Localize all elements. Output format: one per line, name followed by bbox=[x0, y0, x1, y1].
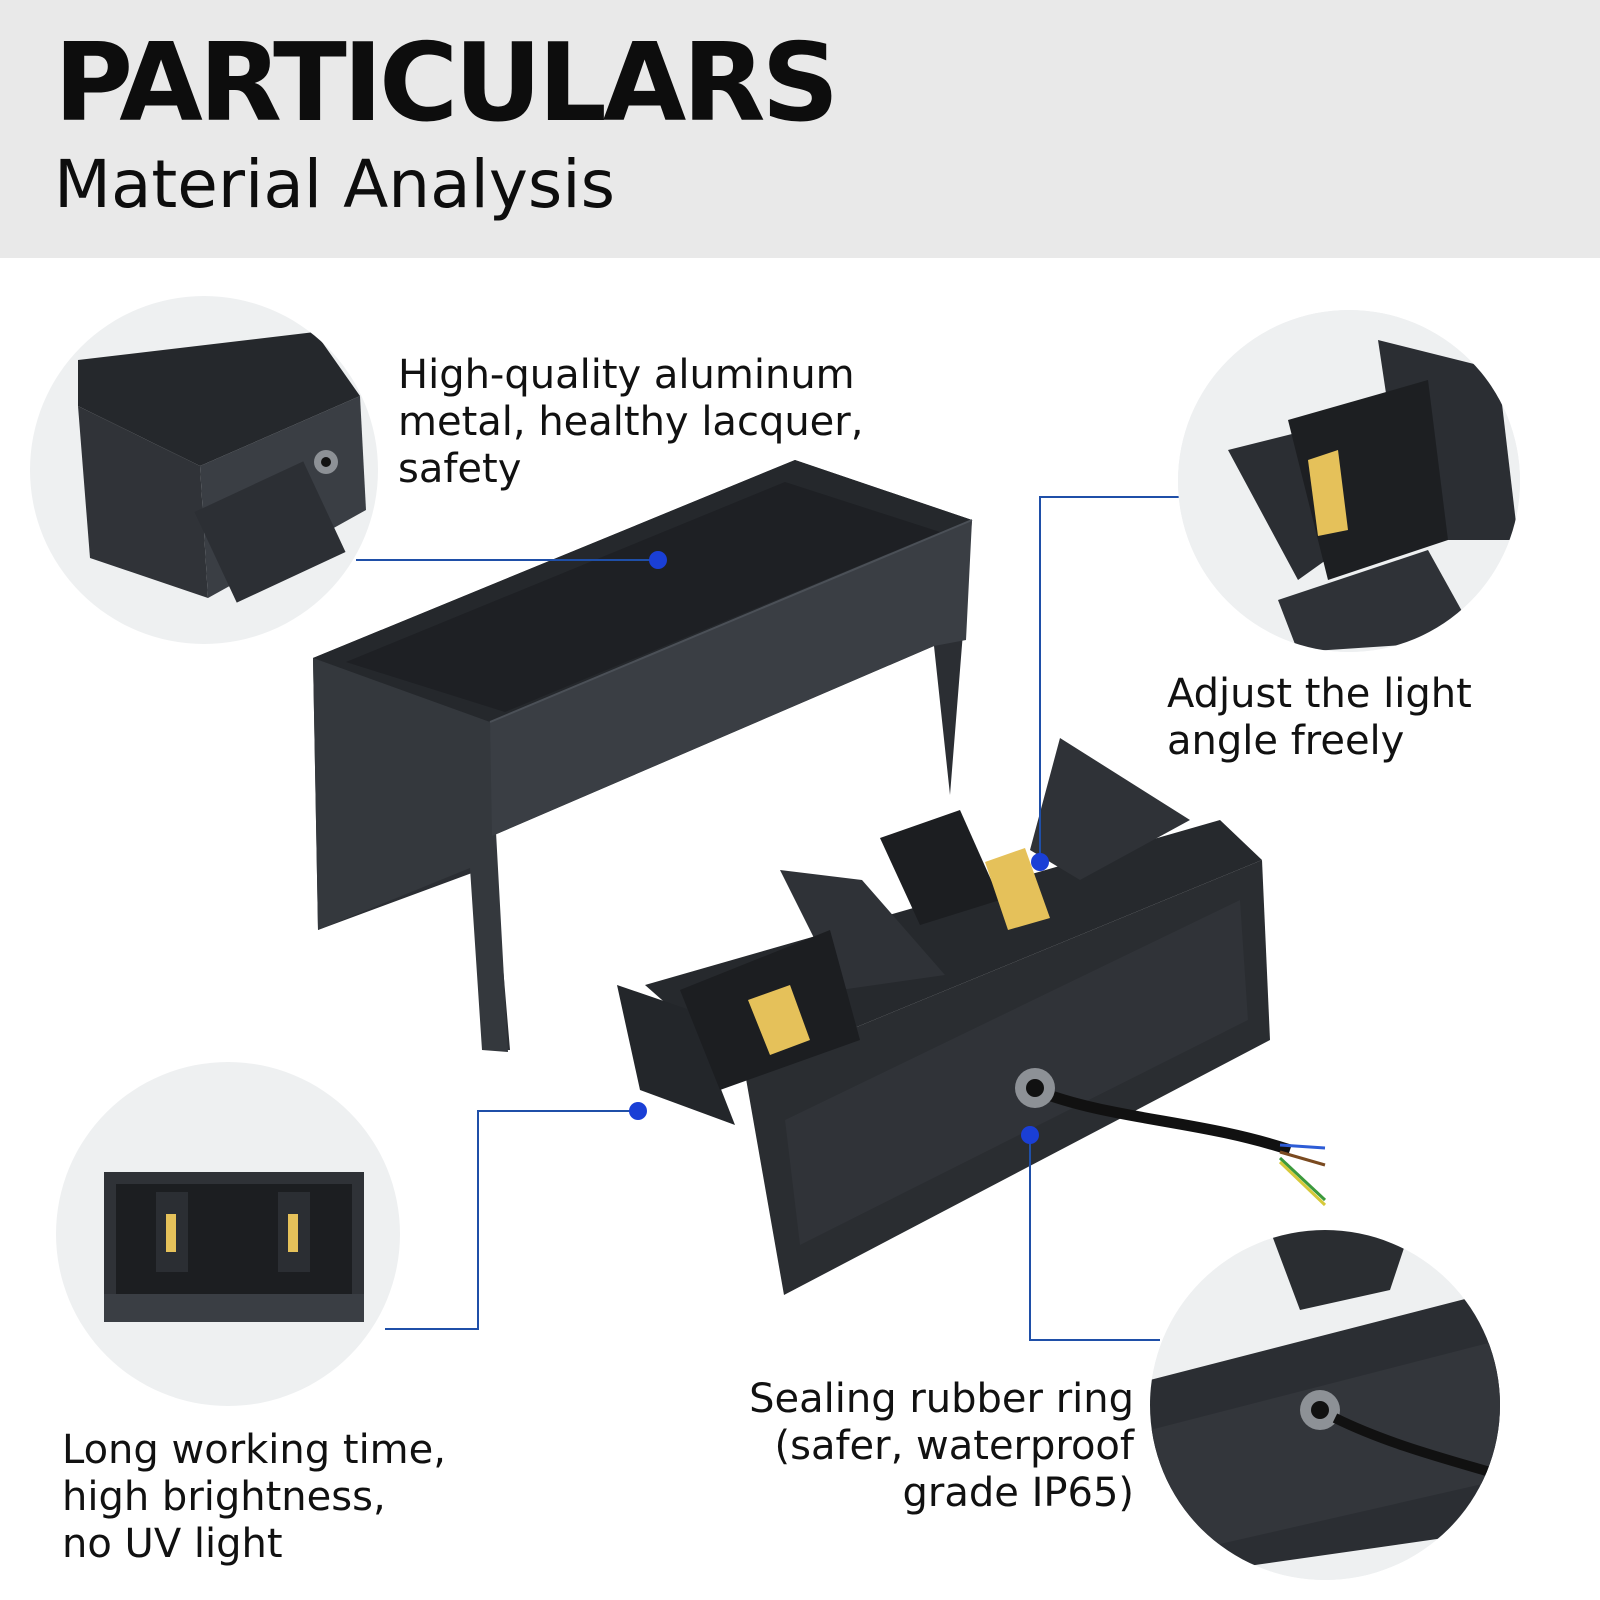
feature-sealing-line-2: (safer, waterproof bbox=[774, 1423, 1134, 1469]
feature-working-caption: Long working time, high brightness, no U… bbox=[62, 1427, 446, 1568]
feature-aluminum-line-1: High-quality aluminum bbox=[398, 352, 855, 398]
callout-lines bbox=[356, 496, 1188, 1341]
detail-circle-angle bbox=[1178, 310, 1520, 652]
detail-circle-aluminum bbox=[30, 296, 378, 644]
header-band bbox=[0, 0, 1600, 258]
feature-sealing-line-1: Sealing rubber ring bbox=[749, 1376, 1134, 1422]
feature-angle-caption: Adjust the light angle freely bbox=[1167, 671, 1472, 765]
feature-aluminum-line-3: safety bbox=[398, 446, 522, 492]
feature-sealing-caption: Sealing rubber ring (safer, waterproof g… bbox=[749, 1376, 1134, 1517]
feature-working-line-1: Long working time, bbox=[62, 1427, 446, 1473]
page-title: PARTICULARS bbox=[54, 21, 839, 146]
page-subtitle: Material Analysis bbox=[54, 146, 616, 223]
housing-cover bbox=[313, 460, 973, 1052]
feature-working-line-2: high brightness, bbox=[62, 1474, 386, 1520]
feature-aluminum-caption: High-quality aluminum metal, healthy lac… bbox=[398, 352, 863, 493]
feature-aluminum-line-2: metal, healthy lacquer, bbox=[398, 399, 864, 445]
feature-sealing-line-3: grade IP65) bbox=[902, 1470, 1134, 1516]
callout-dots bbox=[629, 551, 1049, 1144]
lamp-body bbox=[617, 738, 1327, 1295]
detail-circle-front bbox=[56, 1062, 400, 1406]
feature-working-line-3: no UV light bbox=[62, 1521, 283, 1567]
detail-circle-sealing bbox=[1150, 1230, 1500, 1580]
feature-angle-line-2: angle freely bbox=[1167, 718, 1405, 764]
feature-angle-line-1: Adjust the light bbox=[1167, 671, 1472, 717]
